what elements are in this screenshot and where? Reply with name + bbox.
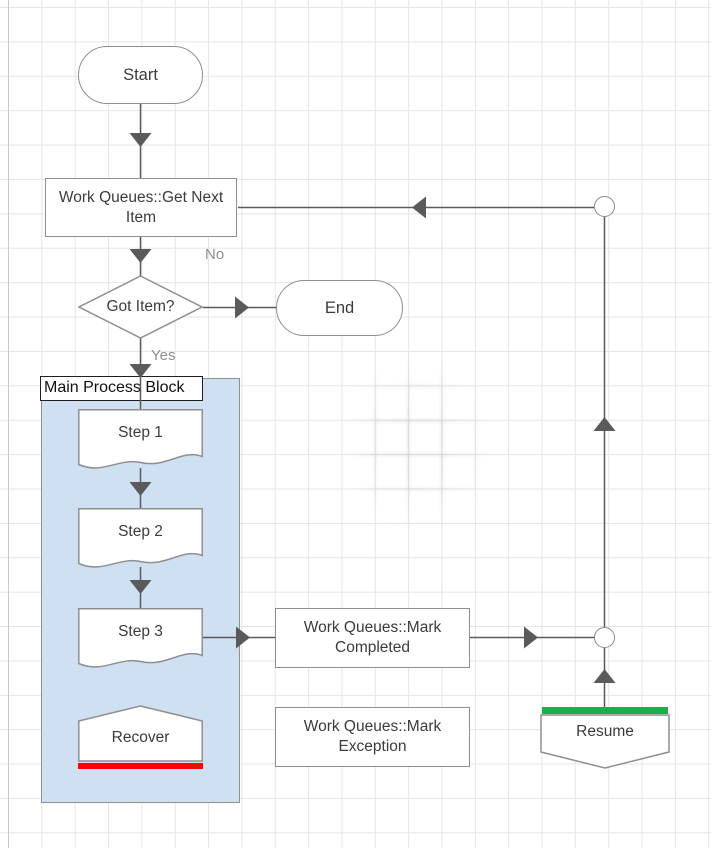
page-tape-shape: [78, 409, 203, 469]
edge-label-yes: Yes: [151, 347, 176, 364]
step-3-label: Step 3: [118, 623, 163, 640]
decision-diamond-shape: [78, 275, 203, 339]
background-watermark: [341, 351, 493, 533]
main-process-block-label[interactable]: Main Process Block: [40, 376, 203, 401]
link-anchor-to-anchor-up[interactable]: [593, 217, 616, 627]
end-node-label: End: [324, 299, 355, 317]
get-next-item-label: Work Queues::Get Next Item: [58, 188, 224, 226]
mark-exception-label: Work Queues::Mark Exception: [303, 718, 442, 755]
mark-completed-action-node[interactable]: Work Queues::Mark Completed: [275, 608, 470, 668]
resume-pennant-shape: [540, 707, 670, 769]
step-2-label: Step 2: [118, 523, 163, 540]
link-step-2-to-step-3[interactable]: [129, 567, 152, 609]
edge-label-no: No: [205, 246, 225, 263]
got-item-label: Got Item?: [106, 298, 175, 315]
resume-node[interactable]: Resume: [540, 703, 670, 769]
mark-exception-action-node[interactable]: Work Queues::Mark Exception: [275, 707, 470, 767]
step-1-page-node[interactable]: Step 1: [78, 409, 203, 473]
get-next-item-action-node[interactable]: Work Queues::Get Next Item: [45, 178, 237, 237]
link-got-item-no-to-end[interactable]: [203, 296, 277, 319]
mark-completed-label: Work Queues::Mark Completed: [303, 619, 442, 656]
resume-success-bar: [542, 707, 668, 714]
link-got-item-yes-to-step-1[interactable]: [129, 338, 152, 409]
step-3-page-node[interactable]: Step 3: [78, 608, 203, 672]
link-anchor-bottom-circle[interactable]: [594, 627, 615, 648]
step-1-label: Step 1: [118, 424, 163, 441]
got-item-decision-node[interactable]: Got Item?: [78, 275, 203, 339]
link-resume-to-anchor[interactable]: [593, 647, 616, 707]
step-2-page-node[interactable]: Step 2: [78, 508, 203, 572]
canvas-left-gridline: [8, 0, 9, 848]
recover-label: Recover: [111, 729, 170, 746]
link-get-next-item-to-got-item[interactable]: [129, 237, 152, 276]
start-node[interactable]: Start: [78, 46, 203, 104]
link-mark-completed-to-anchor[interactable]: [470, 626, 595, 649]
link-start-to-get-next-item[interactable]: [129, 104, 152, 178]
resume-label: Resume: [576, 723, 634, 740]
recover-pentagon-shape: [78, 705, 203, 762]
link-anchor-top-circle[interactable]: [594, 196, 615, 217]
link-anchor-to-get-next-item[interactable]: [238, 196, 594, 219]
recover-node[interactable]: Recover: [78, 705, 203, 762]
start-node-label: Start: [123, 66, 158, 84]
end-node[interactable]: End: [276, 280, 403, 336]
link-step-1-to-step-2[interactable]: [129, 468, 152, 509]
page-tape-shape: [78, 608, 203, 668]
page-tape-shape: [78, 508, 203, 568]
recover-error-bar: [78, 763, 203, 769]
link-step-3-to-mark-completed[interactable]: [203, 626, 276, 649]
